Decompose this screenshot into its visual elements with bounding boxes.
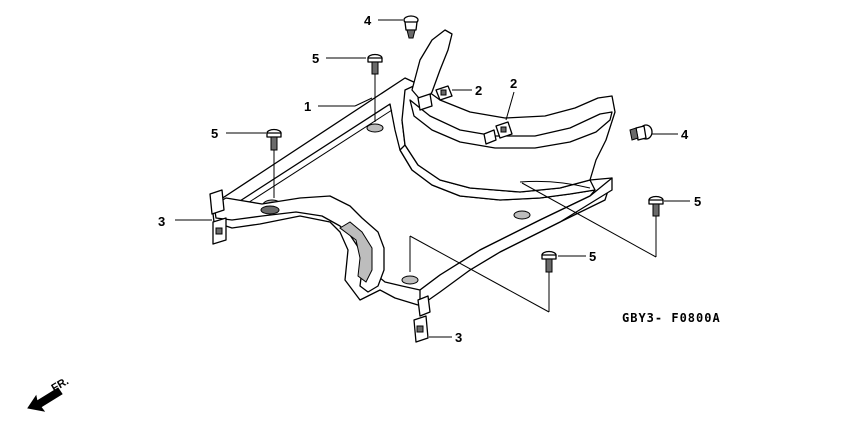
side-strap	[213, 195, 385, 293]
callout-4: 4	[364, 13, 372, 28]
clip-3-left	[209, 189, 227, 245]
trim-clip-4-top	[403, 15, 419, 39]
nut-2b	[495, 121, 513, 139]
callout-3: 3	[158, 214, 165, 229]
nut-2c	[417, 93, 497, 145]
callout-5: 5	[312, 51, 319, 66]
callout-5: 5	[211, 126, 218, 141]
callout-2: 2	[510, 76, 517, 91]
callout-1: 1	[304, 99, 311, 114]
front-direction-arrow: FR.	[27, 375, 71, 412]
callouts: 4 5 2 2 1 5 4 5 3 5 3	[158, 13, 701, 345]
screw-5-left	[266, 128, 282, 151]
nut-2a	[435, 85, 453, 101]
trim-clip-4-right	[629, 124, 653, 141]
screw-5-top	[367, 53, 383, 75]
callout-3: 3	[455, 330, 462, 345]
callout-2: 2	[475, 83, 482, 98]
screw-5-center	[541, 250, 557, 273]
floor-panel	[211, 29, 616, 307]
clip-3-bottom	[413, 295, 431, 343]
direction-label: FR.	[50, 375, 71, 394]
leader-lines	[175, 19, 690, 338]
diagram-code: GBY3- F0800A	[622, 311, 721, 325]
screw-5-right	[648, 195, 664, 217]
callout-5: 5	[694, 194, 701, 209]
arrow-icon	[27, 387, 63, 412]
callout-5: 5	[589, 249, 596, 264]
callout-4: 4	[681, 127, 689, 142]
